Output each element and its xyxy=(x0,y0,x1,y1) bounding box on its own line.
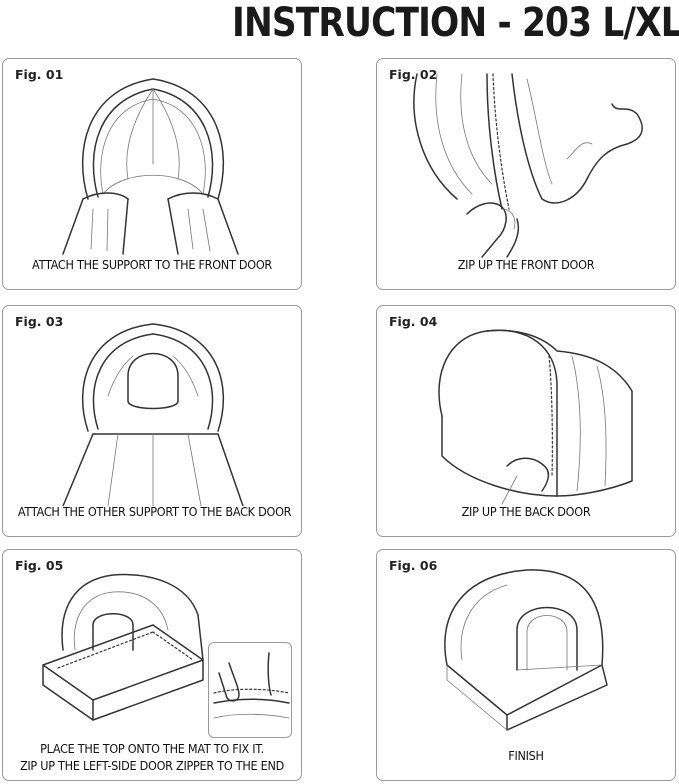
figure-panel-01: Fig. 01 ATTACH THE SUPPORT TO THE FRONT … xyxy=(2,58,302,290)
figure-label: Fig. 06 xyxy=(389,558,438,573)
zip-front-door-illustration xyxy=(413,73,643,258)
finished-product-illustration xyxy=(444,569,608,731)
figure-caption: ATTACH THE SUPPORT TO THE FRONT DOOR xyxy=(32,257,272,272)
figure-label: Fig. 05 xyxy=(15,558,64,573)
figure-panel-02: Fig. 02 ZIP UP THE FRONT DOOR xyxy=(376,58,676,290)
figure-label: Fig. 01 xyxy=(15,67,64,82)
figure-caption: FINISH xyxy=(508,748,544,763)
figure-caption: PLACE THE TOP ONTO THE MAT TO FIX IT. ZI… xyxy=(18,740,286,774)
zip-back-door-illustration xyxy=(438,329,633,505)
figure-label: Fig. 04 xyxy=(389,314,438,329)
figure-panel-05: Fig. 05 PLACE THE TOP ONTO THE MAT TO FI… xyxy=(2,549,302,781)
figure-panel-04: Fig. 04 ZIP UP THE BACK DOOR xyxy=(376,305,676,537)
caption-line-1: PLACE THE TOP ONTO THE MAT TO FIX IT. xyxy=(40,741,264,756)
zipper-detail-illustration xyxy=(213,652,290,719)
figure-label: Fig. 03 xyxy=(15,314,64,329)
caption-line-2: ZIP UP THE LEFT-SIDE DOOR ZIPPER TO THE … xyxy=(19,758,285,773)
support-back-door-illustration xyxy=(62,323,244,506)
page-title: INSTRUCTION - 203 L/XL xyxy=(232,0,679,46)
figure-caption: ATTACH THE OTHER SUPPORT TO THE BACK DOO… xyxy=(17,504,292,519)
figure-caption: ZIP UP THE BACK DOOR xyxy=(461,504,591,519)
figure-label: Fig. 02 xyxy=(389,67,438,82)
figure-panel-03: Fig. 03 ATTACH THE OTHER SUPPORT TO THE … xyxy=(2,305,302,537)
place-top-on-mat-illustration xyxy=(42,573,204,721)
support-front-door-illustration xyxy=(62,78,239,255)
figure-caption: ZIP UP THE FRONT DOOR xyxy=(457,257,595,272)
zipper-detail-inset xyxy=(208,642,292,738)
figure-panel-06: Fig. 06 FINISH xyxy=(376,549,676,781)
